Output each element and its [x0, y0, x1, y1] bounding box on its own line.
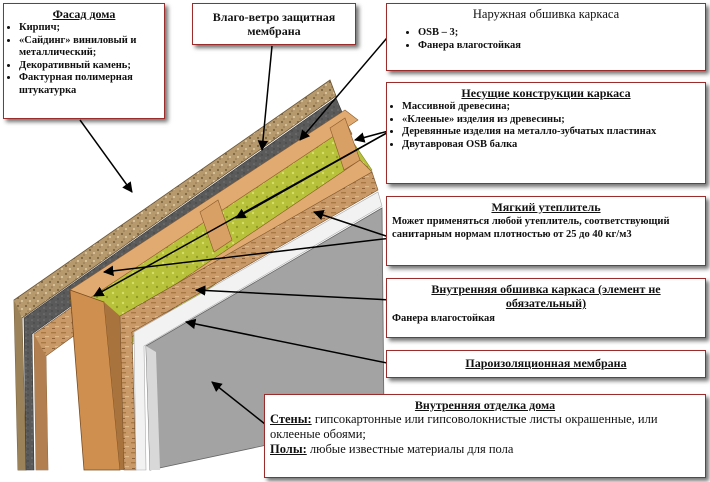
- facade-item: Фактурная полимерная штукатурка: [19, 72, 159, 97]
- facade-item: Кирпич;: [19, 22, 159, 35]
- vapor-barrier-layer: [133, 191, 383, 471]
- interior-walls: Стены: гипсокартонные или гипсоволокнист…: [270, 412, 700, 442]
- load-bearing-item: Двутавровая OSB балка: [402, 139, 700, 152]
- insulation-callout: Мягкий утеплитель Может применяться любо…: [386, 196, 706, 266]
- load-bearing-arrow-1: [353, 129, 393, 143]
- load-bearing-item: «Клееные» изделия из древесины;: [402, 114, 700, 127]
- outer-sheathing-title: Наружная обшивка каркаса: [472, 7, 620, 21]
- facade-title: Фасад дома: [52, 7, 116, 21]
- membrane-callout: Влаго-ветро защитная мембрана: [192, 3, 356, 45]
- outer-sheathing-callout: Наружная обшивка каркаса OSB – 3; Фанера…: [386, 3, 706, 71]
- facade-list: Кирпич; «Сайдинг» виниловый и металличес…: [9, 22, 159, 97]
- load-bearing-list: Массивной древесина; «Клееные» изделия и…: [392, 101, 700, 151]
- outer-sheathing-item: OSB – 3;: [418, 27, 700, 40]
- load-bearing-item: Деревянные изделия на металло-зубчатых п…: [402, 126, 700, 139]
- insulation-arrow-1: [313, 210, 393, 239]
- stud-vertical-2: [329, 117, 361, 171]
- inner-sheathing-text: Фанера влагостойкая: [392, 313, 495, 324]
- insulation-arrow-2: [102, 237, 393, 277]
- inner-sheathing-arrow: [194, 285, 393, 301]
- vapor-barrier-title: Пароизоляционная мембрана: [465, 356, 627, 370]
- stud-vertical-1: [199, 199, 233, 253]
- load-bearing-title: Несущие конструкции каркаса: [461, 86, 631, 100]
- membrane-title: Влаго-ветро защитная мембрана: [212, 10, 336, 38]
- interior-walls-text: гипсокартонные или гипсоволокнистые лист…: [270, 412, 658, 441]
- interior-callout: Внутренняя отделка дома Стены: гипсокарт…: [264, 394, 706, 478]
- load-bearing-item: Массивной древесина;: [402, 101, 700, 114]
- load-bearing-arrow-3: [93, 129, 393, 297]
- vapor-barrier-arrow: [184, 318, 393, 365]
- interior-title: Внутренняя отделка дома: [414, 398, 556, 412]
- facade-callout: Фасад дома Кирпич; «Сайдинг» виниловый и…: [3, 3, 165, 119]
- facade-item: «Сайдинг» виниловый и металлический;: [19, 35, 159, 60]
- outer-sheathing-list: OSB – 3; Фанера влагостойкая: [392, 27, 700, 52]
- insulation-title: Мягкий утеплитель: [491, 200, 601, 214]
- outer-sheathing-item: Фанера влагостойкая: [418, 40, 700, 53]
- vapor-barrier-callout: Пароизоляционная мембрана: [386, 350, 706, 378]
- insulation-text: Может применяться любой утеплитель, соот…: [392, 216, 670, 240]
- load-bearing-callout: Несущие конструкции каркаса Массивной др…: [386, 82, 706, 184]
- interior-floors-text: любые известные материалы для пола: [309, 442, 514, 456]
- facade-arrow: [79, 119, 133, 193]
- facade-item: Декоративный камень;: [19, 60, 159, 73]
- inner-sheathing-layer: [119, 171, 379, 471]
- facade-face: [14, 300, 26, 470]
- interior-floors: Полы: любые известные материалы для пола: [270, 442, 700, 457]
- interior-arrow: [211, 381, 271, 429]
- inner-sheathing-callout: Внутренняя обшивка каркаса (элемент не о…: [386, 278, 706, 338]
- interior-floors-label: Полы:: [270, 442, 307, 456]
- inner-sheathing-title: Внутренняя обшивка каркаса (элемент не о…: [431, 282, 661, 310]
- outer-sheathing-arrow: [299, 31, 393, 141]
- membrane-arrow: [257, 45, 273, 152]
- interior-walls-label: Стены:: [270, 412, 312, 426]
